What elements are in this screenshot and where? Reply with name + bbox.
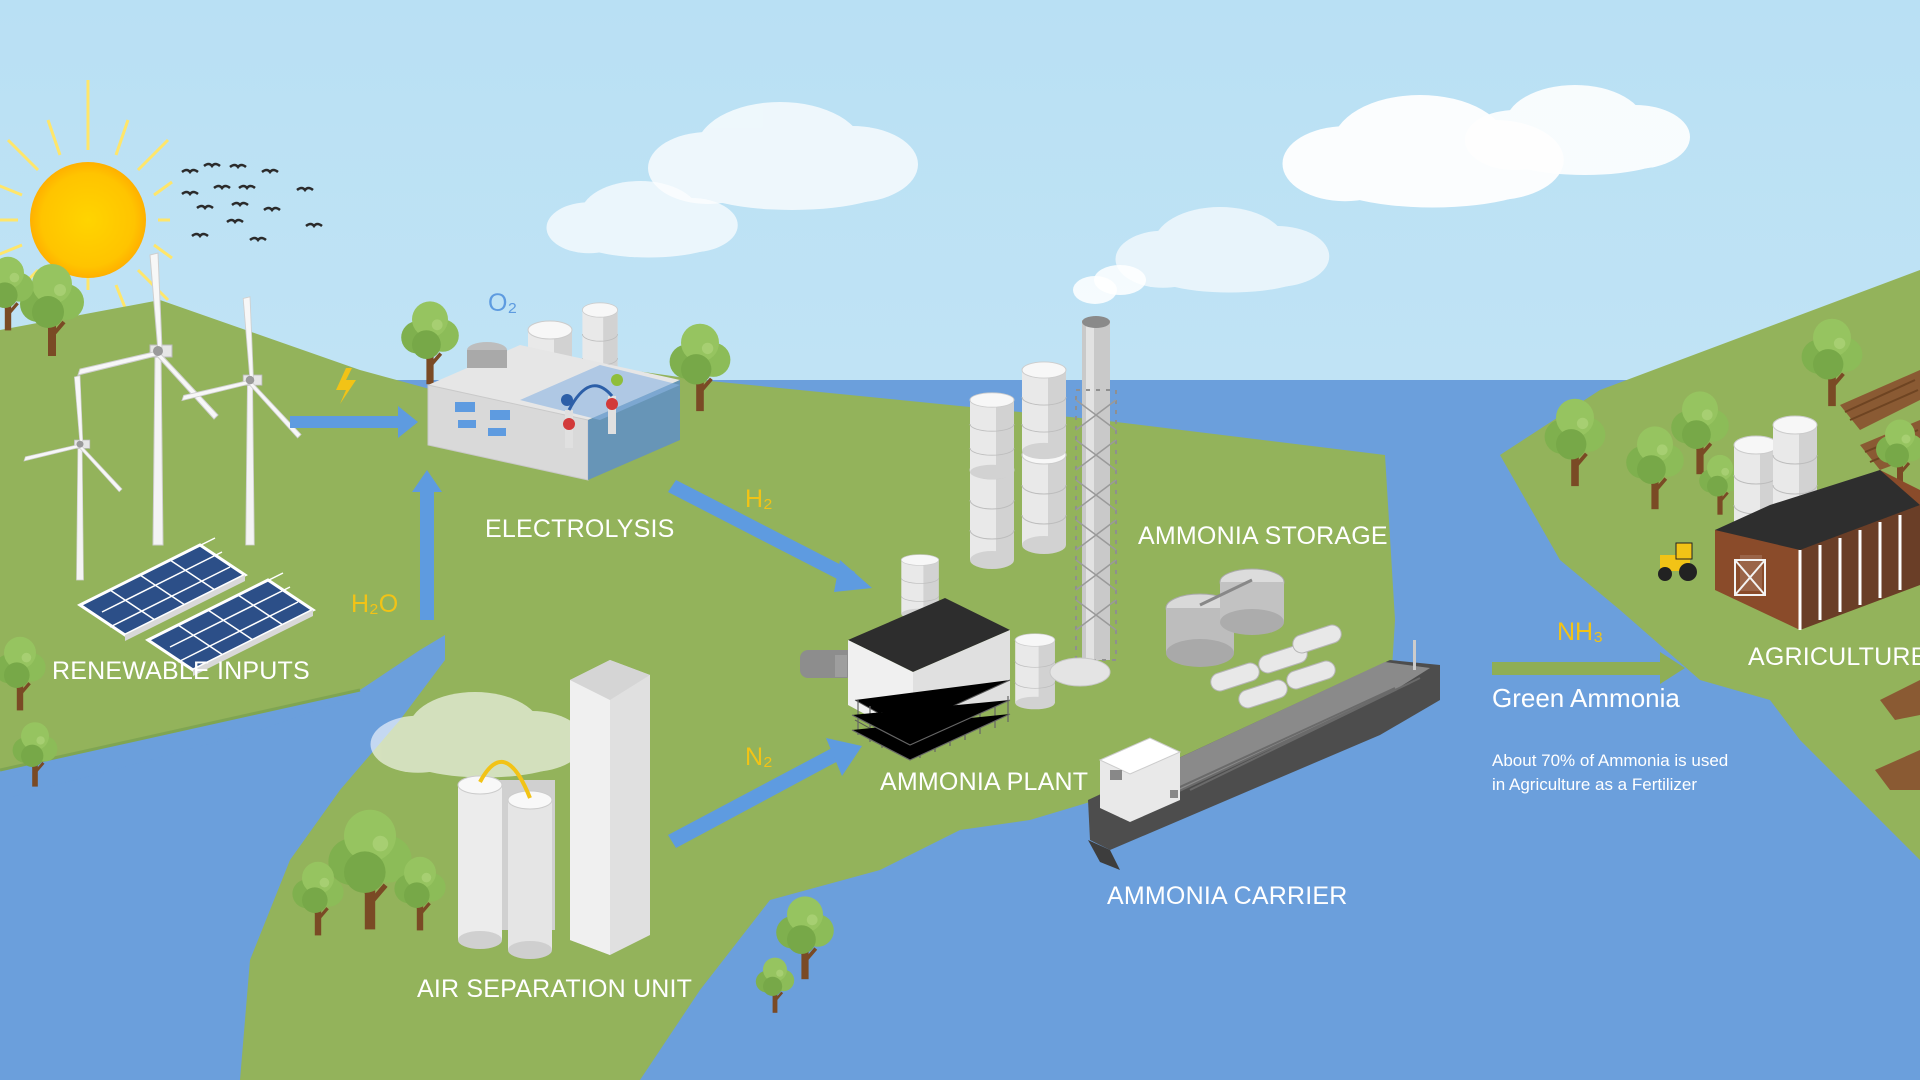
fertilizer-note-line-1: About 70% of Ammonia is used	[1492, 751, 1729, 770]
label-h2: H₂	[745, 485, 773, 513]
flow-arrows	[290, 406, 872, 848]
label-ammonia-plant: AMMONIA PLANT	[880, 768, 1089, 796]
label-agriculture: AGRICULTURE	[1748, 643, 1920, 671]
power-arrow	[290, 406, 418, 438]
ammonia-plant-building	[800, 265, 1146, 761]
h2o-arrow	[412, 470, 442, 620]
air-separation-unit-building	[370, 660, 650, 959]
fertilizer-note-line-2: in Agriculture as a Fertilizer	[1492, 775, 1698, 794]
label-renewable-inputs: RENEWABLE INPUTS	[52, 657, 310, 685]
label-green-ammonia: Green Ammonia	[1492, 683, 1680, 713]
ammonia-carrier-ship	[1088, 640, 1440, 870]
land-right	[1500, 270, 1920, 860]
river-bank	[0, 688, 361, 772]
label-o2: O₂	[488, 289, 518, 317]
ammonia-storage-tanks	[1165, 568, 1342, 709]
label-air-separation-unit: AIR SEPARATION UNIT	[417, 975, 693, 1003]
label-n2: N₂	[745, 743, 773, 771]
label-nh3: NH₃	[1557, 618, 1604, 646]
label-ammonia-storage: AMMONIA STORAGE	[1138, 522, 1388, 550]
label-h2o: H₂O	[351, 590, 399, 618]
electrolysis-building	[427, 302, 680, 481]
fertilizer-note: About 70% of Ammonia is used in Agricult…	[1492, 749, 1728, 797]
farm-barn	[1715, 415, 1920, 630]
lightning-icon	[336, 368, 356, 404]
tractor-icon	[1658, 542, 1697, 581]
nh3-arrow	[1492, 652, 1685, 684]
h2-arrow	[668, 480, 872, 592]
label-electrolysis: ELECTROLYSIS	[485, 515, 675, 543]
river-inlet	[0, 635, 445, 1080]
n2-arrow	[668, 738, 862, 848]
label-ammonia-carrier: AMMONIA CARRIER	[1107, 882, 1348, 910]
